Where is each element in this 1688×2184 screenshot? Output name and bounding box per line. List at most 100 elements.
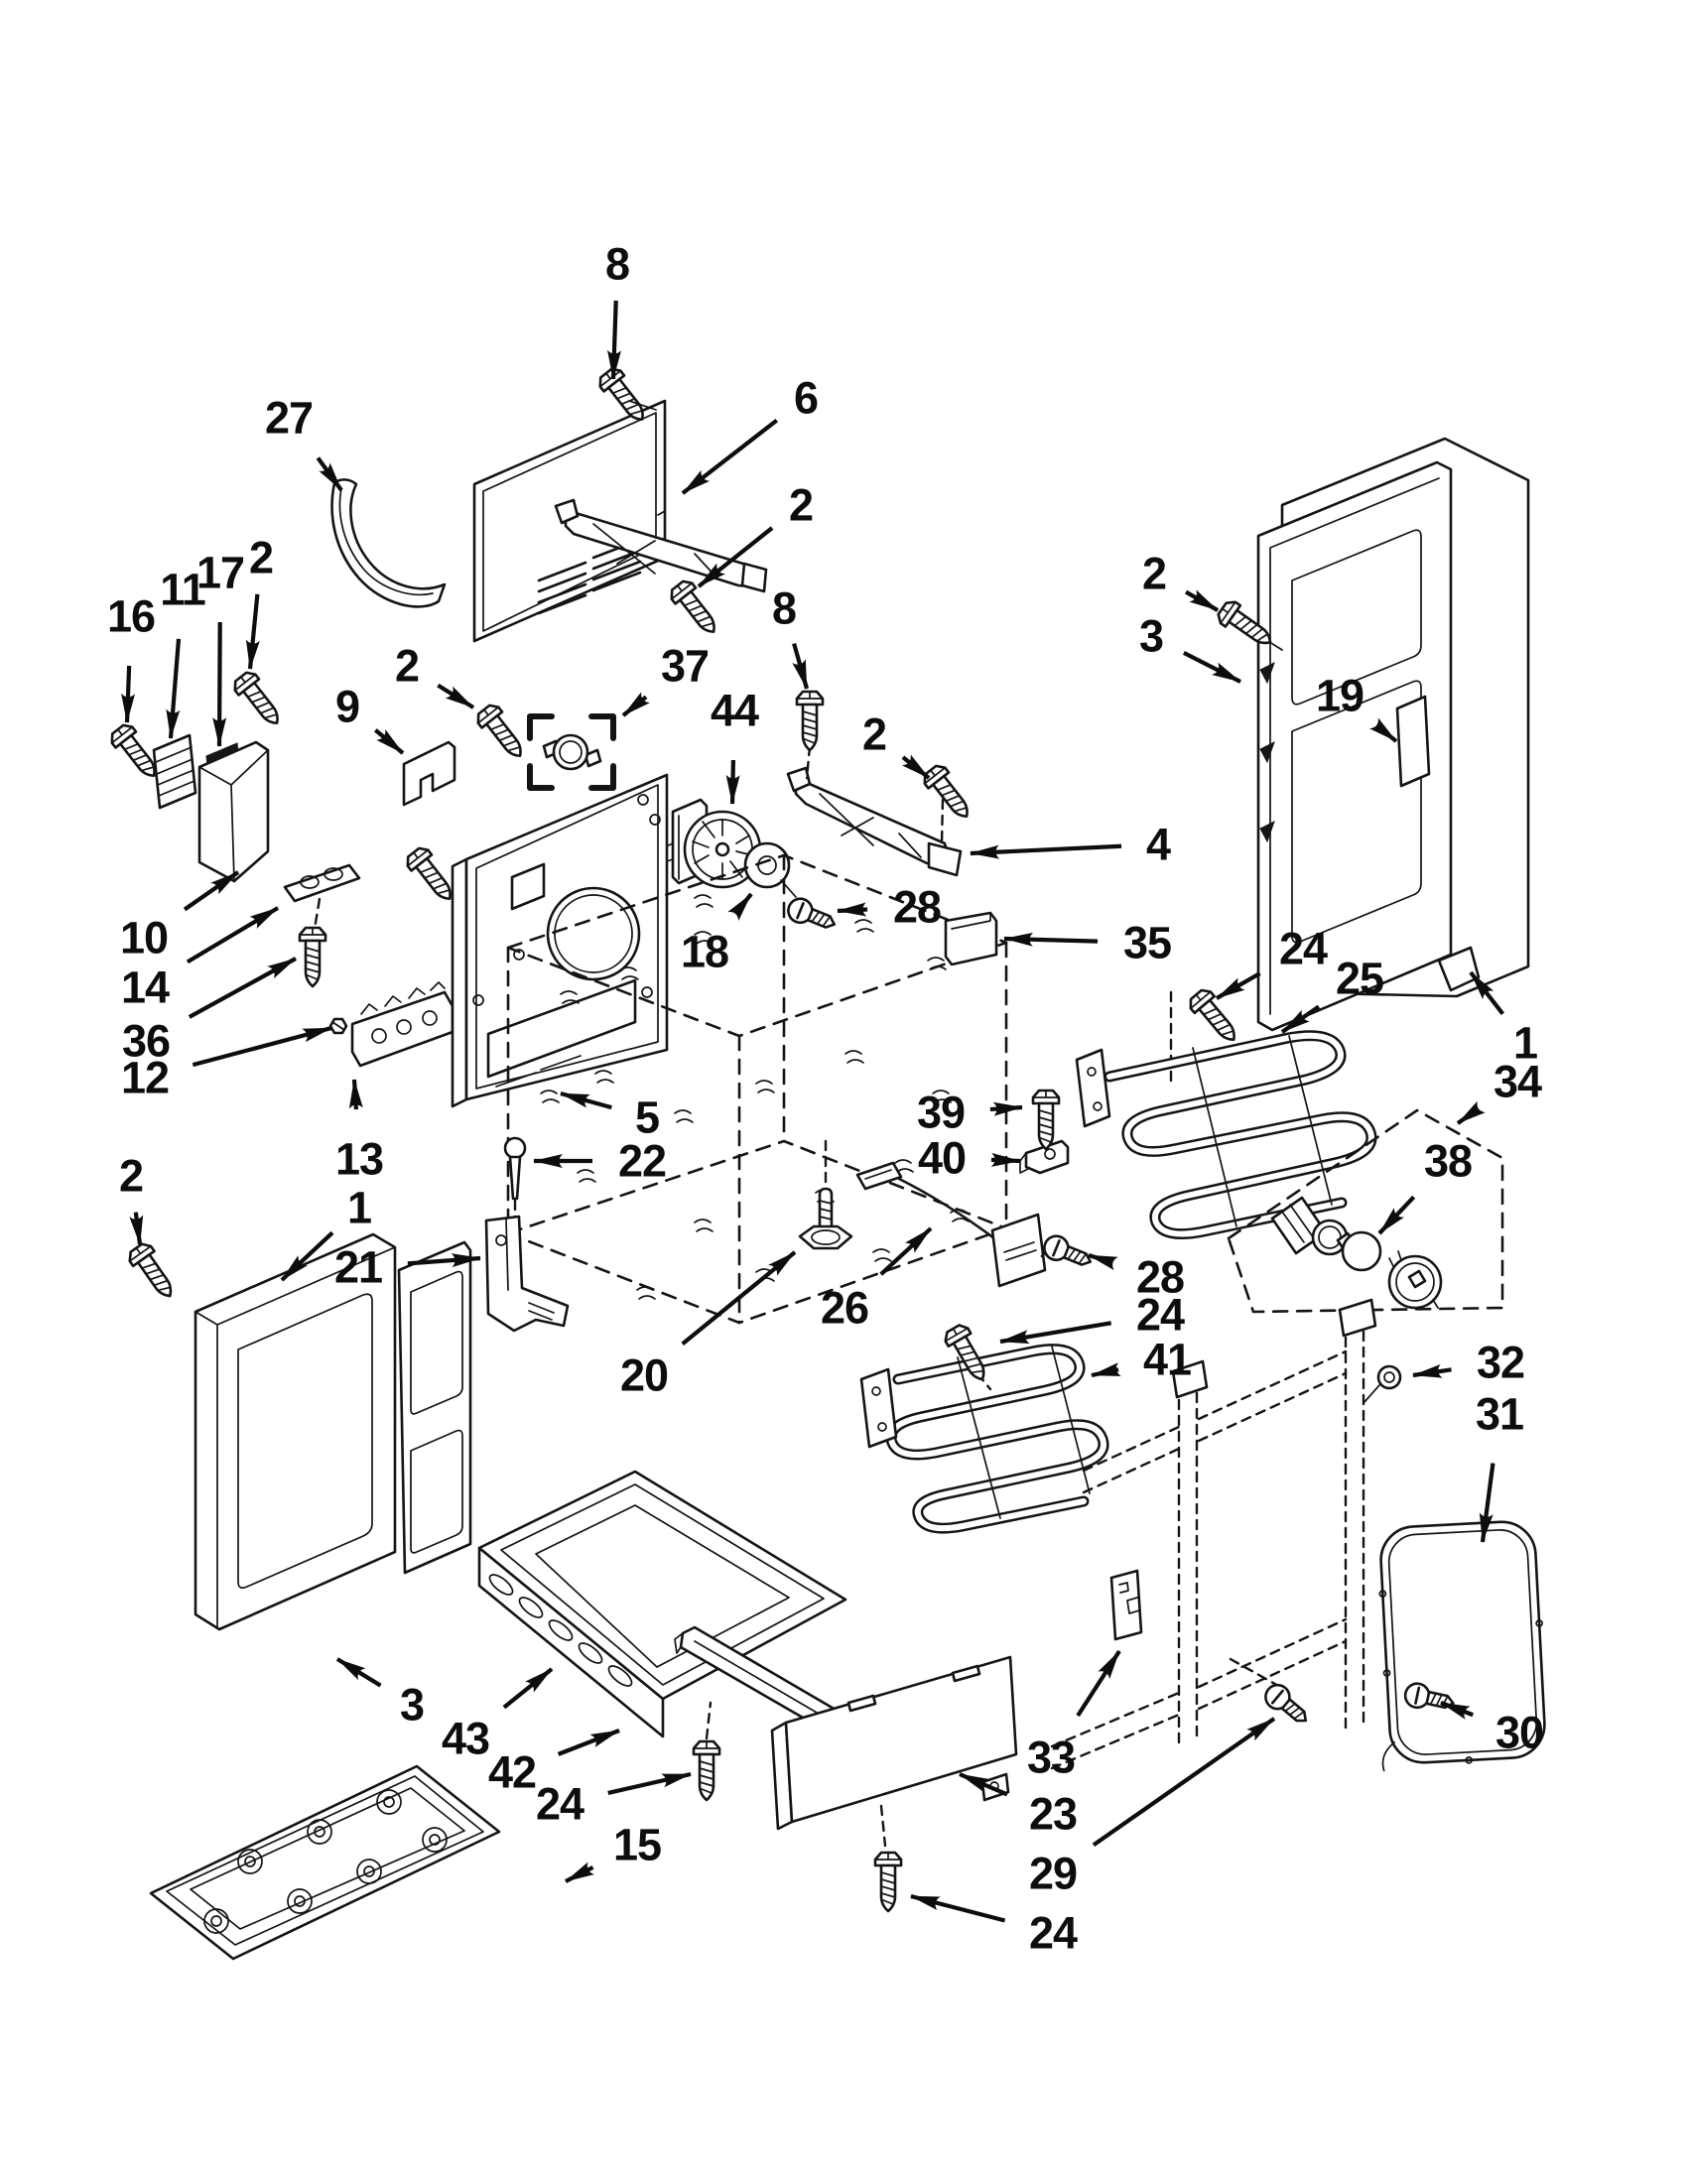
callout-arrow-16	[121, 665, 136, 723]
callout-number-26: 26	[821, 1283, 868, 1334]
callout-arrow-30	[1440, 1701, 1475, 1720]
callout-arrow-9	[373, 728, 405, 755]
callout-number-10: 10	[120, 913, 168, 964]
callout-arrow-2	[437, 683, 475, 709]
callout-arrow-19	[1369, 717, 1398, 743]
left-side-panel	[194, 1232, 472, 1631]
callout-number-32: 32	[1477, 1338, 1524, 1388]
callout-number-5: 5	[635, 1092, 659, 1143]
callout-arrow-25	[1280, 1004, 1321, 1034]
callout-number-20: 20	[620, 1350, 668, 1401]
callout-number-8: 8	[605, 239, 629, 290]
callout-number-19: 19	[1316, 671, 1363, 721]
light-bulb	[1336, 1230, 1382, 1272]
bake-element	[859, 1344, 1109, 1534]
callout-number-35: 35	[1123, 918, 1171, 968]
callout-arrow-3	[335, 1657, 382, 1688]
callout-number-9: 9	[335, 682, 359, 732]
callout-number-2: 2	[119, 1151, 143, 1202]
callout-arrow-10	[183, 870, 240, 912]
callout-number-2: 2	[1142, 549, 1166, 599]
callout-number-27: 27	[265, 393, 313, 444]
callout-number-44: 44	[711, 686, 759, 736]
bottom-drawer-pan	[149, 1764, 501, 1961]
right-side-panel	[1256, 437, 1530, 1032]
callout-number-29: 29	[1029, 1849, 1077, 1899]
callout-number-40: 40	[918, 1133, 966, 1184]
callout-number-37: 37	[661, 641, 709, 692]
callout-number-24: 24	[536, 1779, 584, 1830]
callout-number-36: 36	[122, 1016, 170, 1067]
callout-arrow-24	[910, 1893, 1006, 1923]
callout-arrow-13	[348, 1079, 363, 1110]
callout-number-38: 38	[1424, 1136, 1472, 1187]
grommet	[1363, 1364, 1402, 1404]
rear-main-panel	[451, 773, 669, 1108]
callout-arrow-43	[502, 1667, 554, 1710]
callout-arrow-2	[697, 526, 774, 588]
callout-arrow-39	[989, 1101, 1023, 1116]
oven-cooling-blower	[654, 798, 797, 898]
callout-number-42: 42	[488, 1747, 536, 1798]
rail-bracket	[1109, 1569, 1143, 1641]
callout-arrow-31	[1479, 1463, 1495, 1543]
drawer-rail-frame	[1050, 1298, 1402, 1770]
vent-duct-elbow	[330, 478, 447, 608]
terminal-plate	[283, 863, 361, 931]
callout-arrow-33	[1076, 1649, 1121, 1718]
callout-number-2: 2	[862, 709, 886, 760]
callout-number-28: 28	[893, 882, 941, 933]
callout-arrow-20	[681, 1250, 797, 1347]
callout-arrow-8	[607, 300, 621, 380]
oven-thermostat	[527, 713, 616, 791]
callout-arrow-44	[725, 759, 740, 805]
callout-arrow-28	[837, 902, 868, 917]
cooktop-main-top	[477, 1470, 847, 1738]
callout-arrow-2	[245, 593, 260, 670]
callout-arrow-23	[959, 1772, 1008, 1797]
oven-light-assembly	[1227, 1108, 1504, 1314]
callout-arrow-40	[990, 1152, 1021, 1167]
callout-arrow-18	[727, 892, 753, 921]
vent-grille-assembly	[152, 733, 270, 883]
callout-number-21: 21	[334, 1242, 382, 1293]
callout-number-12: 12	[121, 1053, 169, 1103]
callout-number-39: 39	[917, 1088, 965, 1138]
terminal-block	[350, 981, 454, 1068]
callout-number-30: 30	[1495, 1708, 1543, 1758]
callout-arrow-41	[1091, 1362, 1121, 1378]
callout-arrow-1	[1469, 970, 1505, 1016]
callout-number-15: 15	[613, 1820, 661, 1870]
callout-arrow-15	[565, 1862, 594, 1883]
callout-arrow-2	[129, 1212, 144, 1245]
callout-number-25: 25	[1336, 954, 1383, 1004]
door-gasket	[1378, 1520, 1546, 1772]
callout-arrow-38	[1377, 1195, 1416, 1235]
callout-number-23: 23	[1029, 1789, 1077, 1840]
callout-number-6: 6	[794, 373, 818, 424]
callout-number-1: 1	[1513, 1018, 1537, 1069]
broil-element	[1075, 990, 1377, 1239]
callout-number-16: 16	[107, 591, 155, 642]
callout-arrow-24	[999, 1321, 1112, 1345]
callout-number-4: 4	[1146, 820, 1171, 870]
callout-number-22: 22	[618, 1136, 666, 1187]
callout-number-31: 31	[1476, 1389, 1523, 1440]
callout-number-11: 11	[160, 565, 205, 615]
callout-arrow-34	[1456, 1100, 1486, 1125]
callout-number-3: 3	[400, 1680, 424, 1731]
oven-sensor-wire	[855, 1161, 1070, 1288]
callout-number-3: 3	[1139, 611, 1163, 662]
callout-number-2: 2	[789, 480, 813, 531]
light-lens	[1387, 1250, 1443, 1310]
callout-number-34: 34	[1493, 1057, 1542, 1107]
side-brace	[786, 744, 963, 877]
callout-number-14: 14	[121, 963, 170, 1013]
callout-number-1: 1	[347, 1183, 371, 1233]
callout-number-8: 8	[772, 583, 796, 634]
callout-arrow-29	[1092, 1717, 1276, 1848]
callout-arrow-24	[607, 1771, 692, 1795]
callout-arrow-12	[192, 1025, 332, 1068]
